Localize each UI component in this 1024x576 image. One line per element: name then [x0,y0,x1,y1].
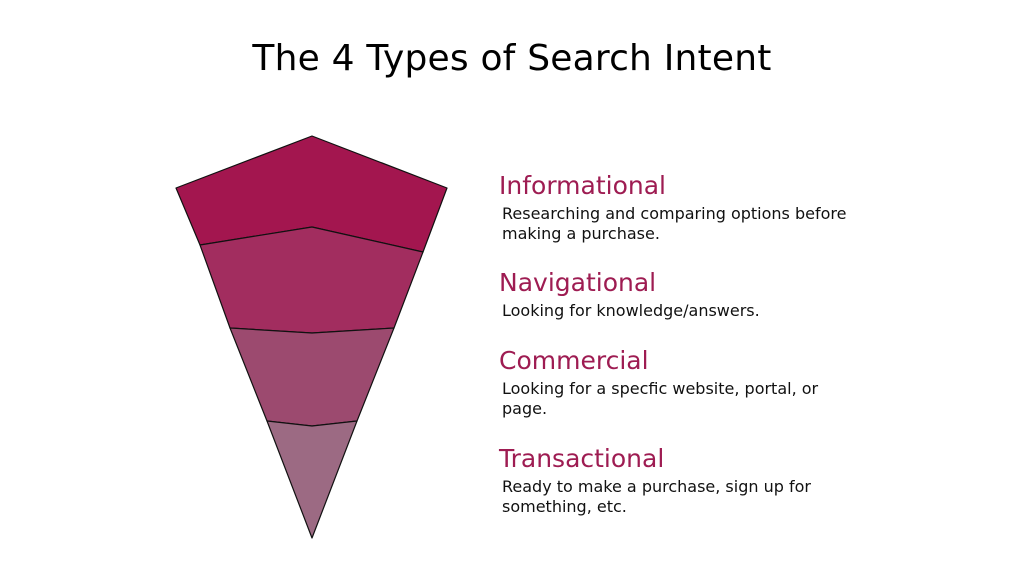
intent-description: Looking for knowledge/answers. [502,301,760,320]
page-title: The 4 Types of Search Intent [252,38,772,79]
intent-item-navigational: Navigational Looking for knowledge/answe… [499,268,899,321]
intent-description: Ready to make a purchase, sign up for so… [502,477,811,516]
intent-description: Researching and comparing options before… [502,204,847,243]
intent-description: Looking for a specfic website, portal, o… [502,379,819,418]
intent-heading: Navigational [499,268,657,297]
intent-item-transactional: Transactional Ready to make a purchase, … [499,444,899,517]
intent-heading: Transactional [499,444,665,473]
funnel-layer-transactional [266,420,358,539]
intent-heading: Informational [499,171,666,200]
intent-heading: Commercial [499,346,649,375]
intent-item-commercial: Commercial Looking for a specfic website… [499,346,899,419]
intent-item-informational: Informational Researching and comparing … [499,171,899,244]
funnel-layer-commercial [229,327,395,427]
